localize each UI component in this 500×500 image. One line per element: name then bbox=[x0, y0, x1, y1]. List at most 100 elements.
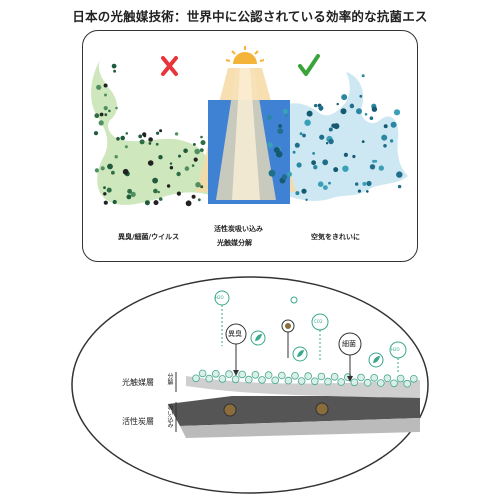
particle bbox=[294, 142, 300, 148]
particle bbox=[341, 94, 348, 101]
particle bbox=[340, 108, 347, 115]
leaf-icon bbox=[368, 352, 384, 368]
particle bbox=[301, 188, 307, 194]
particle bbox=[361, 140, 365, 144]
particle bbox=[267, 142, 273, 148]
particle bbox=[111, 63, 117, 69]
particle bbox=[139, 139, 145, 145]
particle bbox=[193, 143, 196, 146]
particle bbox=[390, 121, 397, 128]
particle bbox=[355, 182, 359, 186]
particle bbox=[103, 83, 108, 88]
caption-photocatalyst: 光触媒分解 bbox=[217, 239, 252, 247]
particle bbox=[302, 133, 306, 138]
catalyst-bead bbox=[198, 369, 207, 378]
particle bbox=[157, 190, 160, 194]
particle bbox=[99, 112, 104, 117]
h2o-label: H2O bbox=[215, 295, 224, 300]
particle bbox=[305, 198, 308, 201]
particle bbox=[200, 140, 206, 146]
particle bbox=[98, 120, 104, 126]
particle bbox=[383, 144, 387, 148]
carbon-layer-base bbox=[180, 418, 420, 438]
particle bbox=[125, 132, 129, 135]
particle bbox=[268, 169, 276, 177]
particle bbox=[322, 159, 329, 166]
catalyst-bead bbox=[225, 370, 233, 378]
particle bbox=[197, 198, 201, 202]
particle bbox=[122, 168, 129, 175]
particle bbox=[312, 152, 315, 155]
particle bbox=[200, 185, 204, 189]
particle bbox=[158, 197, 163, 201]
h2o-molecule-icon bbox=[389, 341, 407, 374]
particle bbox=[304, 119, 311, 126]
particle bbox=[112, 199, 117, 205]
h2o-molecule-icon bbox=[214, 290, 230, 346]
catalyst-bead bbox=[304, 372, 313, 380]
particle bbox=[199, 148, 204, 153]
particle bbox=[366, 180, 372, 187]
particle bbox=[108, 109, 111, 113]
catalyst-bead bbox=[376, 379, 385, 387]
clean-particles bbox=[266, 74, 403, 201]
catalyst-bead bbox=[310, 377, 319, 386]
particle bbox=[278, 124, 282, 128]
particle bbox=[127, 188, 132, 194]
particle bbox=[284, 114, 288, 117]
particle bbox=[152, 177, 159, 184]
particle bbox=[169, 162, 173, 165]
catalyst-bead bbox=[192, 374, 200, 383]
particle bbox=[153, 200, 159, 206]
particle bbox=[106, 187, 112, 193]
particle bbox=[361, 74, 365, 78]
leaf-icon bbox=[250, 330, 266, 346]
light-beam-inner bbox=[232, 68, 260, 200]
particle bbox=[318, 105, 324, 111]
particle bbox=[359, 94, 363, 98]
particle bbox=[174, 132, 179, 136]
particle bbox=[142, 132, 147, 137]
particle bbox=[369, 116, 374, 120]
catalyst-bead bbox=[291, 371, 299, 380]
page-title: 日本の光触媒技術：世界中に公認されている効率的な抗菌エス bbox=[72, 9, 428, 24]
particle bbox=[184, 166, 190, 171]
particle bbox=[282, 108, 288, 114]
catalyst-bead bbox=[390, 379, 398, 388]
particle bbox=[93, 131, 99, 136]
particle bbox=[356, 108, 362, 115]
absorb-tag: 吸い込み bbox=[166, 404, 173, 428]
particle bbox=[126, 194, 132, 200]
particle bbox=[103, 186, 106, 190]
particle bbox=[156, 131, 160, 135]
absorbed-molecule bbox=[315, 402, 329, 416]
particle bbox=[357, 189, 361, 193]
particle bbox=[195, 182, 201, 188]
particle bbox=[158, 155, 163, 160]
catalyst-bead bbox=[205, 374, 214, 383]
particle bbox=[372, 159, 376, 163]
particle bbox=[115, 106, 118, 110]
particle bbox=[191, 164, 195, 167]
particle bbox=[381, 134, 388, 141]
particle bbox=[100, 166, 105, 171]
particle bbox=[328, 138, 334, 145]
catalyst-bead bbox=[212, 369, 220, 378]
caption-carbon-absorb: 活性炭吸い込み bbox=[214, 225, 263, 233]
photocatalyst-layer bbox=[186, 376, 420, 398]
photocatalyst-layer-label: 光触媒層 bbox=[122, 378, 154, 387]
particle bbox=[281, 174, 288, 180]
particle bbox=[378, 165, 384, 171]
particle bbox=[306, 110, 313, 117]
particle bbox=[148, 137, 153, 142]
particle bbox=[94, 168, 99, 173]
particle bbox=[178, 154, 181, 158]
catalyst-bead bbox=[396, 374, 405, 383]
particle bbox=[342, 165, 349, 172]
particle bbox=[352, 154, 356, 159]
particle bbox=[374, 159, 378, 163]
catalyst-bead bbox=[330, 372, 339, 381]
carbon-layer bbox=[168, 396, 420, 426]
particle bbox=[120, 135, 125, 141]
